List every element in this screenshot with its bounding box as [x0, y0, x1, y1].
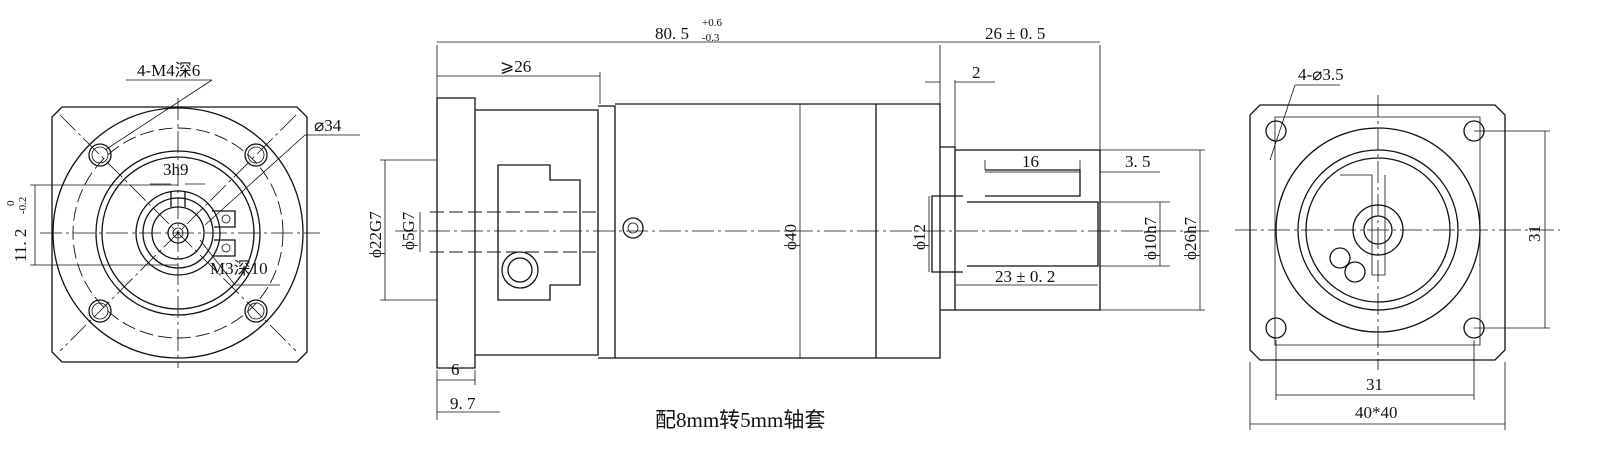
mount-holes [1265, 120, 1485, 339]
total-length: 80. 5 [655, 24, 689, 43]
front-view-input-side: 4-M4深6 ⌀34 3h9 M3深10 11. 2 0 -0.2 [5, 61, 360, 368]
step-dim: 2 [972, 63, 981, 82]
total-tol-upper: +0.6 [702, 17, 722, 29]
side-view: 80. 5 +0.6 -0.3 26 ± 0. 5 ⩾26 2 16 3. 5 … [366, 17, 1210, 420]
key-length: 16 [1022, 152, 1039, 171]
height-tol-lower: -0.2 [17, 197, 29, 214]
dia-5: ϕ5G7 [399, 211, 418, 250]
caption: 配8mm转5mm轴套 [655, 408, 825, 432]
total-tol-lower: -0.3 [702, 32, 720, 44]
pcd-horizontal: 31 [1366, 375, 1383, 394]
shaft-length: 26 ± 0. 5 [985, 24, 1045, 43]
flange-thickness: 6 [451, 360, 460, 379]
flange-length: 9. 7 [450, 394, 476, 413]
dia34-label: ⌀34 [314, 116, 342, 135]
thread-label: M3深10 [210, 259, 268, 278]
height-label: 11. 2 [11, 229, 30, 262]
front-view-output-side: 4-⌀3.5 31 31 40*40 [1235, 65, 1560, 430]
height-tol-upper: 0 [5, 200, 17, 206]
dia-26: ϕ26h7 [1181, 217, 1200, 260]
key-offset: 3. 5 [1125, 152, 1151, 171]
min-length: ⩾26 [500, 57, 531, 76]
holes-label: 4-⌀3.5 [1298, 65, 1344, 84]
dia-10: ϕ10h7 [1141, 217, 1160, 260]
dia-22: ϕ22G7 [366, 211, 385, 258]
pcd-vertical: 31 [1525, 225, 1544, 242]
flange-square [51, 106, 308, 363]
shaft-key-length: 23 ± 0. 2 [995, 267, 1055, 286]
dia-12: ϕ12 [910, 224, 929, 250]
size-label: 40*40 [1355, 403, 1398, 422]
mount-holes [88, 143, 268, 323]
key-width-label: 3h9 [163, 160, 189, 179]
holes-label: 4-M4深6 [137, 61, 200, 80]
dia-40: ϕ40 [781, 224, 800, 250]
